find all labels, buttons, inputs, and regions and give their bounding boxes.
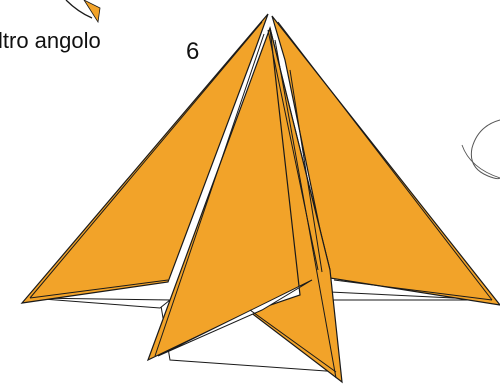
arrow-fragment [66, 0, 100, 22]
caption-text: ltro angolo [0, 28, 101, 54]
step-number: 6 [186, 38, 199, 66]
arrow-head-icon [84, 0, 100, 22]
sketch-curve-fragment [462, 120, 500, 179]
